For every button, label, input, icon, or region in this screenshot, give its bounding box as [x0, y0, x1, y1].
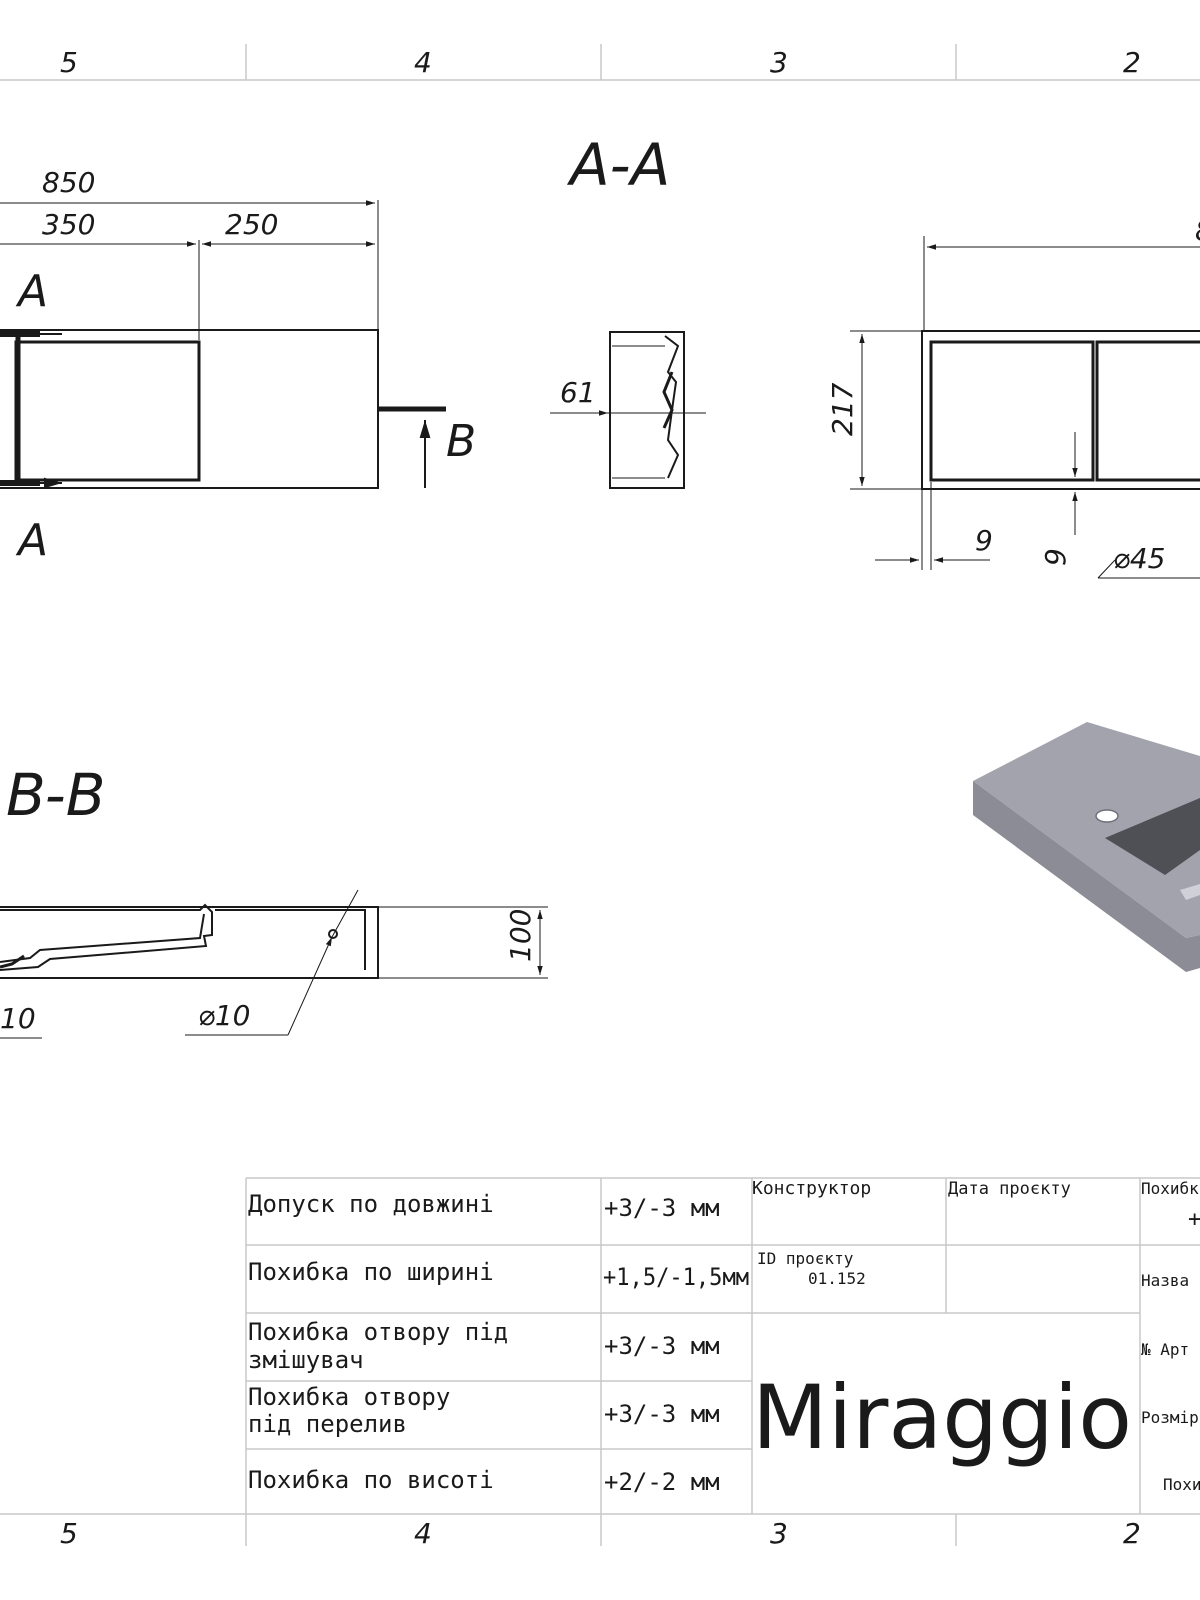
top-view: A A B 850 350 250 — [0, 166, 476, 566]
dim-overall-length: 850 — [42, 166, 95, 199]
dim-front-partial: 8 — [1195, 214, 1200, 247]
error-value-right: + — [1188, 1207, 1200, 1232]
front-view: 8 217 9 9 ⌀45 — [826, 214, 1200, 579]
bottom-label-right: Похи — [1163, 1475, 1200, 1494]
dim-height: 100 — [504, 909, 537, 962]
dim-tap-hole: ⌀45 — [1113, 542, 1166, 575]
zone-label-4-bottom: 4 — [414, 1517, 432, 1550]
zone-label-5-top: 5 — [60, 46, 78, 79]
dim-overflow-hole: ⌀10 — [198, 999, 251, 1032]
title-block: Допуск по довжині +3/-3 мм Похибка по ши… — [245, 1177, 1200, 1514]
name-label-right: Назва — [1141, 1271, 1189, 1290]
article-label-right: № Арт — [1141, 1340, 1189, 1359]
tolerance-overflow-value: +3/-3 мм — [604, 1400, 720, 1428]
size-label-right: Розмір — [1141, 1408, 1199, 1427]
dim-wall-x: 9 — [975, 524, 993, 557]
section-aa: A-A 61 — [550, 131, 706, 489]
tolerance-width-label: Похибка по ширині — [248, 1258, 494, 1286]
dim-wall-y: 9 — [1039, 548, 1072, 566]
section-bb-title: B-B — [6, 761, 106, 829]
section-aa-title: A-A — [566, 131, 670, 199]
tolerance-overflow-label-1: Похибка отвору — [248, 1383, 450, 1411]
tolerance-mixer-label-2: змішувач — [248, 1346, 364, 1374]
zone-label-2-bottom: 2 — [1123, 1517, 1141, 1550]
tolerance-height-label: Похибка по висоті — [248, 1466, 494, 1494]
zone-label-5-bottom: 5 — [60, 1517, 78, 1550]
tolerance-overflow-label-2: під перелив — [248, 1410, 407, 1438]
tolerance-height-value: +2/-2 мм — [604, 1468, 720, 1496]
dim-shelf-width: 250 — [225, 208, 278, 241]
frame-top-strip: 5 4 3 2 — [0, 44, 1200, 81]
designer-label: Конструктор — [752, 1178, 871, 1199]
cut-label-a-top: A — [15, 266, 48, 317]
zone-label-3-bottom: 3 — [770, 1517, 788, 1550]
zone-label-2-top: 2 — [1123, 46, 1141, 79]
section-bb: B-B 100 ⌀10 10 — [0, 761, 548, 1039]
date-label: Дата проєкту — [948, 1179, 1071, 1199]
dim-basin-width: 350 — [42, 208, 95, 241]
project-id-label: ID проєкту — [757, 1249, 854, 1268]
frame-bottom-strip: 5 4 3 2 — [0, 1513, 1200, 1550]
isometric-render — [973, 722, 1200, 972]
dim-depth: 217 — [826, 382, 859, 436]
dim-drain-hole-partial: 10 — [0, 1002, 36, 1035]
brand-logo: Miraggio — [752, 1366, 1132, 1469]
tolerance-length-label: Допуск по довжині — [248, 1190, 494, 1218]
zone-label-4-top: 4 — [414, 46, 432, 79]
error-label-right: Похибк — [1141, 1179, 1199, 1198]
tolerance-mixer-value: +3/-3 мм — [604, 1332, 720, 1360]
zone-label-3-top: 3 — [770, 46, 788, 79]
cut-label-b: B — [446, 416, 476, 467]
cut-label-a-bottom: A — [15, 515, 48, 566]
dim-side-depth: 61 — [560, 376, 596, 409]
tolerance-width-value: +1,5/-1,5мм — [603, 1263, 749, 1291]
project-id-value: 01.152 — [808, 1269, 866, 1288]
tolerance-mixer-label-1: Похибка отвору під — [248, 1318, 508, 1346]
tolerance-length-value: +3/-3 мм — [604, 1194, 720, 1222]
tap-hole-render — [1095, 809, 1119, 823]
